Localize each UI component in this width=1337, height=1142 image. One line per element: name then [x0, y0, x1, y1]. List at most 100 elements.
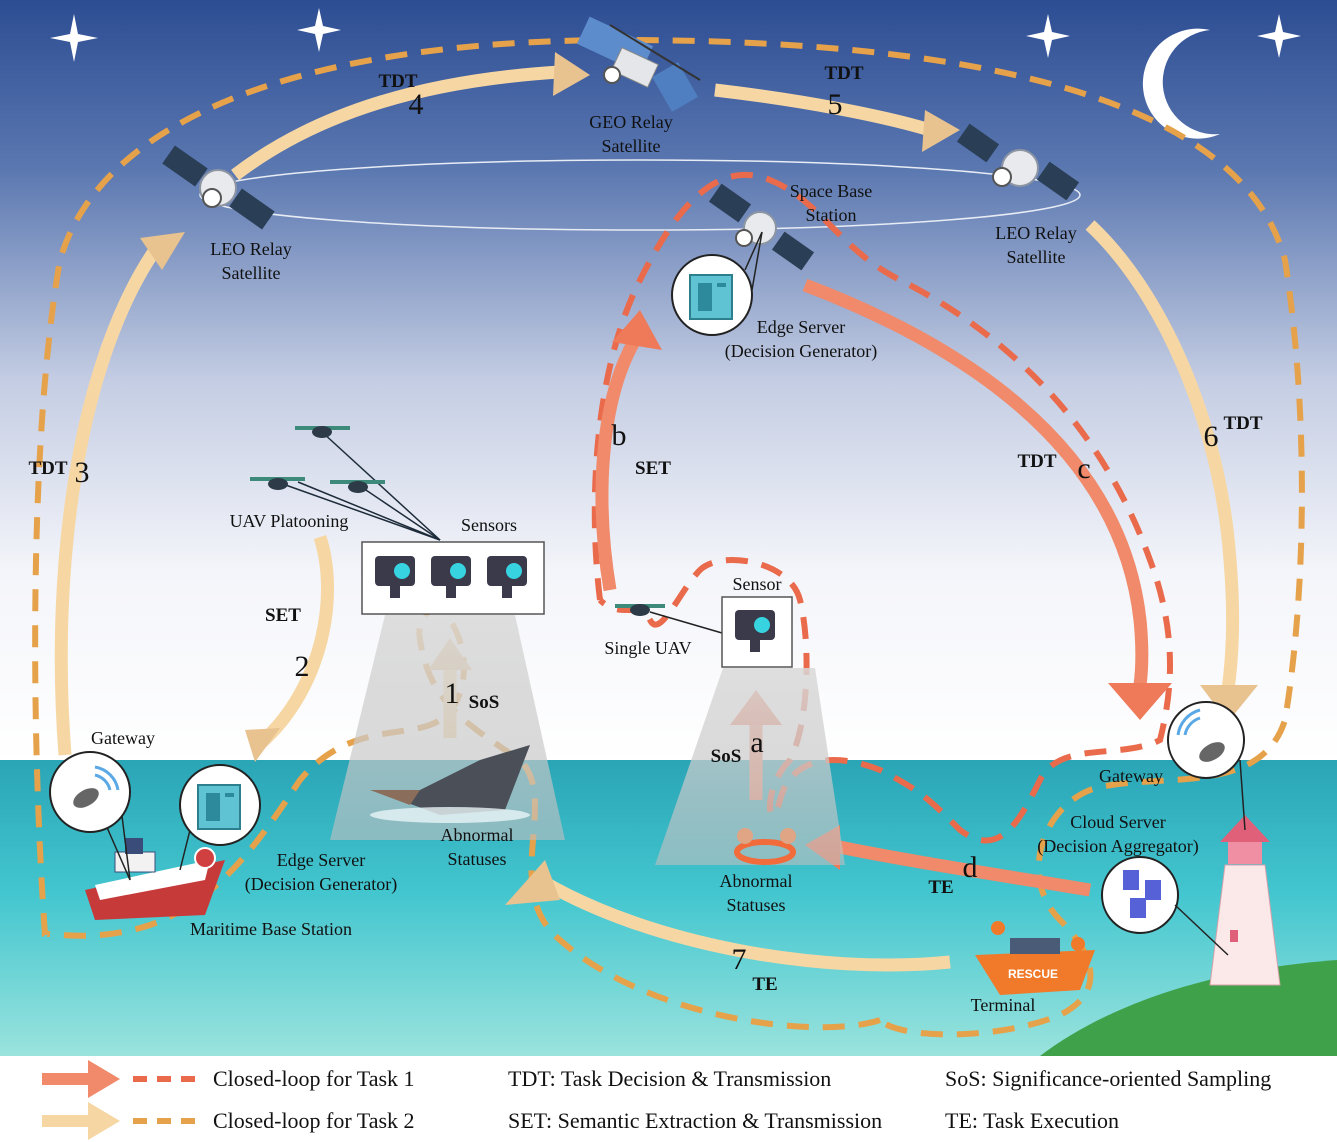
camera-icon — [375, 556, 415, 598]
edge-space-label-2: (Decision Generator) — [725, 341, 877, 362]
legend-task1-arrow-icon — [42, 1060, 120, 1098]
node-labels: GEO Relay Satellite LEO Relay Satellite … — [91, 112, 1199, 1015]
legend-te: TE: Task Execution — [945, 1108, 1119, 1133]
moon-icon — [1142, 28, 1220, 139]
callout-line — [649, 611, 723, 634]
legend-set: SET: Semantic Extraction & Transmission — [508, 1108, 882, 1133]
uav-icon — [615, 604, 665, 616]
orbit-ring — [199, 159, 1081, 231]
legend-sos: SoS: Significance-oriented Sampling — [945, 1066, 1271, 1091]
stars — [50, 8, 1301, 62]
uav-icon — [295, 426, 350, 438]
callout-line — [1174, 904, 1229, 956]
cloud-server-bubble — [1101, 856, 1179, 934]
leo-left-label-1: LEO Relay — [210, 239, 291, 259]
leo-satellite-right-icon — [956, 123, 1080, 201]
leo-right-label-1: LEO Relay — [995, 223, 1076, 243]
cloud-label-1: Cloud Server — [1070, 812, 1165, 832]
geo-satellite-icon — [576, 16, 701, 112]
camera-icon — [735, 610, 775, 652]
single-uav-label: Single UAV — [604, 638, 691, 658]
gateway-right-label: Gateway — [1099, 766, 1163, 786]
geo-relay-label-1: GEO Relay — [589, 112, 672, 132]
step-2: 2 — [295, 650, 310, 683]
uav-platooning-label: UAV Platooning — [230, 511, 349, 531]
sensor-label: Sensor — [733, 574, 782, 594]
server-icon — [689, 274, 733, 320]
te-d: TE — [928, 877, 953, 898]
sensing-cone-right — [655, 668, 845, 865]
camera-icon — [431, 556, 471, 598]
uav-icon — [250, 477, 305, 490]
set-2: SET — [265, 605, 301, 626]
uav-icon — [330, 480, 385, 493]
callout-line — [751, 231, 763, 291]
legend-tdt: TDT: Task Decision & Transmission — [508, 1066, 831, 1091]
step-c: c — [1077, 452, 1090, 485]
terminal-label: Terminal — [971, 995, 1036, 1015]
task2-arrows — [54, 65, 1240, 972]
camera-icon — [487, 556, 527, 598]
step-b: b — [612, 419, 627, 452]
step-d: d — [963, 851, 978, 884]
tdt-c: TDT — [1017, 451, 1056, 472]
star-icon — [50, 14, 98, 62]
step-7: 7 — [732, 943, 747, 976]
task1-loop — [591, 172, 1173, 844]
gateway-left-label: Gateway — [91, 728, 155, 748]
legend-task2-label: Closed-loop for Task 2 — [213, 1108, 415, 1133]
uav-platoon — [279, 431, 441, 541]
step-4: 4 — [409, 88, 424, 121]
legend: Closed-loop for Task 1 Closed-loop for T… — [42, 1060, 1271, 1140]
cloud-label-2: (Decision Aggregator) — [1037, 836, 1198, 857]
gateway-right-bubble — [1167, 701, 1245, 779]
abnormal-right-label-2: Statuses — [726, 895, 785, 915]
task2-loop-outer — [32, 36, 1305, 1038]
leo-satellite-left-icon — [162, 145, 275, 230]
legend-task1-label: Closed-loop for Task 1 — [213, 1066, 415, 1091]
sos-1: SoS — [469, 692, 500, 713]
step-a: a — [750, 726, 763, 759]
legend-area — [0, 1056, 1337, 1142]
tdt-4: TDT — [378, 71, 417, 92]
step-3: 3 — [75, 456, 90, 489]
space-bs-label-1: Space Base — [790, 181, 872, 201]
callout-line — [744, 231, 763, 271]
leo-right-label-2: Satellite — [1007, 247, 1066, 267]
maritime-base-station-icon — [85, 838, 225, 920]
step-5: 5 — [828, 88, 843, 121]
sinking-ship-icon — [370, 745, 530, 823]
legend-task2-arrow-icon — [42, 1102, 120, 1140]
te-7: TE — [752, 974, 777, 995]
process-abbreviations: TDT TDT TDT TDT TDT SET SET SoS SoS TE T… — [28, 63, 1262, 995]
step-1: 1 — [445, 677, 460, 710]
callout-line — [1239, 759, 1246, 831]
person-in-water-icon — [734, 828, 796, 865]
abnormal-left-label-2: Statuses — [447, 849, 506, 869]
geo-relay-label-2: Satellite — [602, 136, 661, 156]
edge-maritime-label-2: (Decision Generator) — [245, 874, 397, 895]
callout-line — [179, 829, 191, 871]
step-markers: 1 2 3 4 5 6 7 a b c d — [75, 88, 1219, 976]
cloud-server-icon — [1123, 870, 1161, 918]
satellite-dish-icon — [73, 765, 120, 808]
tdt-3: TDT — [28, 458, 67, 479]
satellite-dish-icon — [1176, 708, 1225, 762]
abnormal-right-label-1: Abnormal — [720, 871, 793, 891]
sos-a: SoS — [711, 746, 742, 767]
tdt-5: TDT — [824, 63, 863, 84]
tdt-6: TDT — [1223, 413, 1262, 434]
rescue-label: RESCUE — [1008, 967, 1058, 981]
sensor-box — [721, 596, 793, 668]
server-icon — [197, 784, 241, 830]
sensors-label: Sensors — [461, 515, 517, 535]
sky — [0, 0, 1337, 762]
rescue-boat-icon: RESCUE — [975, 921, 1095, 995]
space-base-station-icon — [708, 183, 815, 271]
edge-maritime-label-1: Edge Server — [277, 850, 365, 870]
star-icon — [297, 8, 341, 52]
leo-left-label-2: Satellite — [222, 263, 281, 283]
maritime-bs-label: Maritime Base Station — [190, 919, 352, 939]
set-b: SET — [635, 458, 671, 479]
space-bs-label-2: Station — [805, 205, 856, 225]
